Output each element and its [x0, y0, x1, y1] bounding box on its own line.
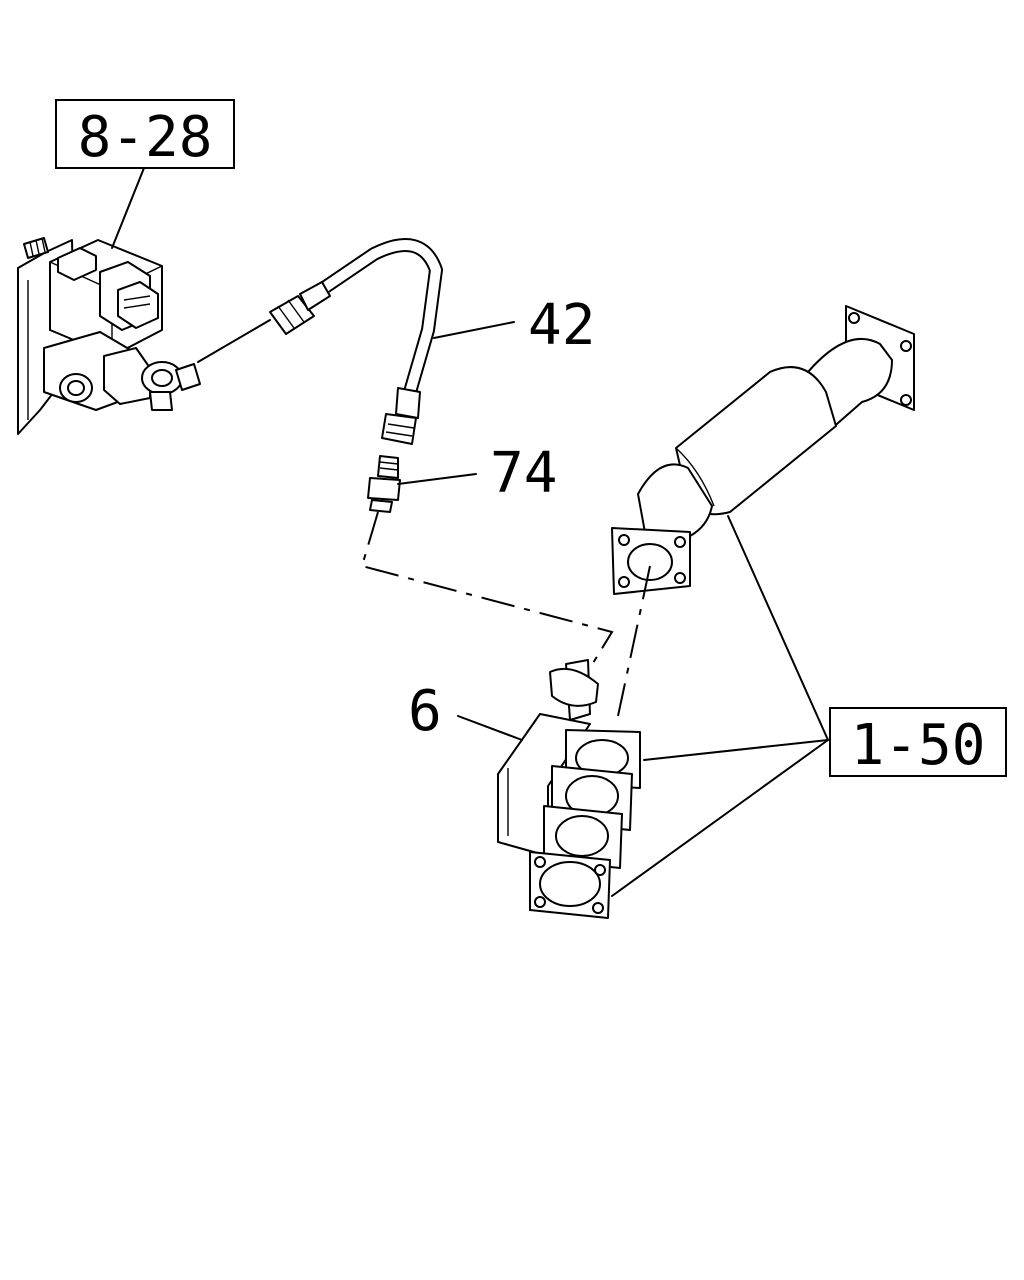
ref-box-8-28 — [55, 99, 235, 169]
union-connector — [367, 455, 401, 513]
ref-label-8-28: 8-28 — [78, 105, 213, 170]
pressure-pipe — [269, 238, 443, 445]
leader-6 — [457, 715, 523, 741]
leader-42 — [433, 321, 515, 339]
leader-1-50-b — [643, 739, 829, 761]
ref-label-1-50: 1-50 — [851, 713, 986, 778]
egr-cooler — [497, 659, 641, 919]
valve-assembly — [17, 237, 201, 435]
ref-box-1-50 — [829, 707, 1007, 777]
leader-8-28 — [111, 167, 145, 249]
part-label-74: 74 — [490, 441, 557, 506]
pipe-route-line — [360, 511, 614, 669]
leader-1-50-a — [727, 515, 829, 741]
part-label-42: 42 — [528, 293, 595, 358]
part-label-6: 6 — [408, 679, 442, 744]
catalytic-converter — [611, 305, 915, 595]
connection-line — [197, 319, 271, 363]
center-line — [617, 565, 651, 717]
leader-74 — [397, 473, 477, 485]
leader-1-50-c — [611, 739, 829, 897]
